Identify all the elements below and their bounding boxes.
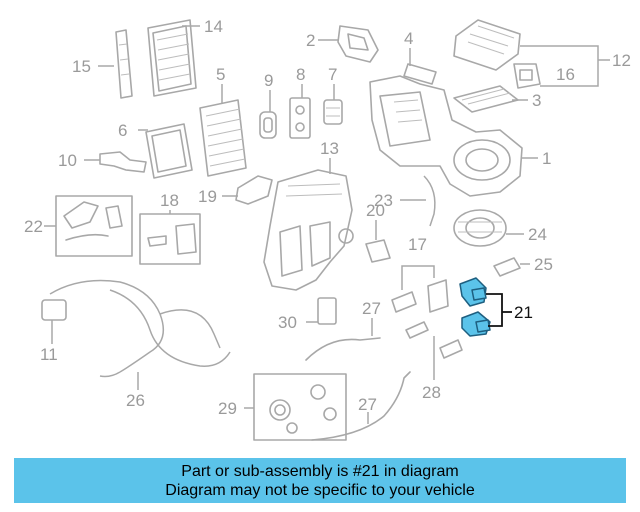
callout-2: 2 (306, 31, 315, 50)
part-26-wiring-harness (49, 279, 231, 378)
callout-9: 9 (264, 71, 273, 90)
callout-5: 5 (216, 65, 225, 84)
part-29-group-box (253, 373, 347, 441)
part-10-bracket (99, 151, 147, 173)
callout-26: 26 (126, 391, 145, 410)
part-18-group-box (139, 213, 201, 265)
callout-28: 28 (422, 383, 441, 402)
part-17-actuators (391, 265, 449, 313)
part-11-connector (41, 299, 67, 321)
callout-22: 22 (24, 217, 43, 236)
callout-27-upper: 27 (362, 299, 381, 318)
part-8-gasket (289, 97, 311, 139)
part-7-expansion-valve (323, 99, 343, 125)
part-27-pipe-upper (305, 337, 381, 361)
callout-6: 6 (118, 121, 127, 140)
part-15-seal-strip (115, 29, 133, 99)
part-20-sensor (365, 239, 391, 263)
callout-17: 17 (408, 235, 427, 254)
part-14-filter-frame (147, 19, 197, 97)
part-2-plate (337, 25, 379, 63)
part-1-hvac-housing (369, 75, 523, 197)
part-13-distribution-housing (263, 169, 354, 291)
part-3-filter (453, 85, 519, 113)
callout-27-lower: 27 (358, 395, 377, 414)
callout-23: 23 (374, 191, 393, 210)
part-22-group-box (55, 195, 133, 257)
callout-4: 4 (404, 29, 413, 48)
callout-20: 20 (366, 201, 385, 220)
callout-15: 15 (72, 57, 91, 76)
part-9-seal (259, 111, 277, 139)
callout-8: 8 (296, 65, 305, 84)
info-banner: Part or sub-assembly is #21 in diagram D… (14, 458, 626, 503)
part-12-upper-housing (453, 19, 521, 71)
part-27-pipe-lower (311, 371, 411, 441)
callout-3: 3 (532, 91, 541, 110)
callout-18: 18 (160, 191, 179, 210)
part-6-gasket (145, 123, 193, 179)
parts-diagram: 14 15 5 9 8 7 2 4 12 16 3 6 10 1 13 19 1… (24, 17, 631, 441)
callout-29: 29 (218, 399, 237, 418)
part-5-evaporator (199, 99, 247, 177)
callout-16: 16 (556, 65, 575, 84)
part-16-actuator (513, 63, 541, 89)
part-30-module (317, 297, 337, 325)
callout-11: 11 (40, 345, 58, 364)
part-4-strip (403, 63, 437, 85)
callout-25: 25 (534, 255, 553, 274)
callout-30: 30 (278, 313, 297, 332)
callout-labels: 14 15 5 9 8 7 2 4 12 16 3 6 10 1 13 19 1… (24, 17, 631, 418)
callout-1: 1 (542, 149, 551, 168)
callout-10: 10 (58, 151, 77, 170)
part-23-drain-hose (423, 175, 436, 227)
callout-12: 12 (612, 51, 631, 70)
banner-line-2: Diagram may not be specific to your vehi… (165, 481, 475, 499)
part-25-resistor (493, 257, 521, 277)
callout-24: 24 (528, 225, 547, 244)
part-24-blower-motor (453, 209, 507, 247)
callout-7: 7 (328, 65, 337, 84)
callout-19: 19 (198, 187, 217, 206)
part-28-fittings (405, 321, 463, 359)
callout-14: 14 (204, 17, 223, 36)
banner-line-1: Part or sub-assembly is #21 in diagram (181, 462, 459, 480)
part-19-actuator (235, 175, 273, 205)
leader-lines (44, 25, 610, 424)
callout-21: 21 (514, 303, 533, 322)
callout-13: 13 (320, 139, 339, 158)
part-21-highlighted (459, 277, 491, 337)
